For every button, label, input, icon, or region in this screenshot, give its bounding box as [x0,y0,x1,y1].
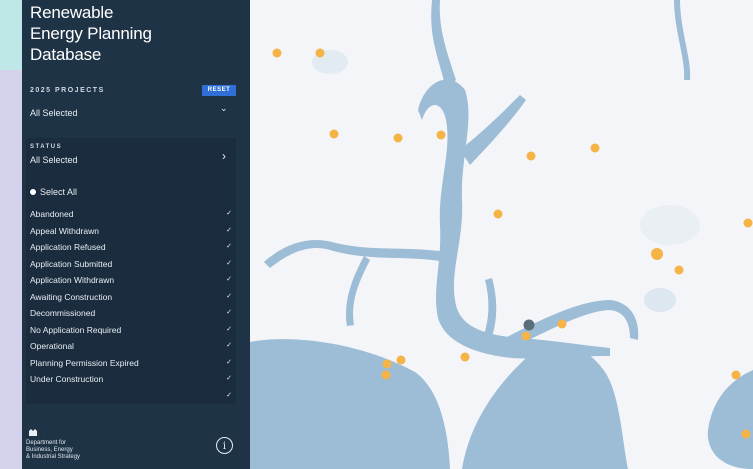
project-marker[interactable] [743,218,753,228]
sidebar: Renewable Energy Planning Database 2025 … [22,0,264,469]
left-gutter [0,70,22,469]
status-option-label: No Application Required [30,324,122,335]
status-option[interactable]: Application Refused ✓ [30,239,232,256]
map-river [460,95,526,165]
crest-icon [29,429,37,436]
status-option[interactable]: Under Construction ✓ [30,371,232,388]
map-terrain [640,205,700,245]
chevron-down-icon[interactable]: ⌄ [220,103,228,113]
status-filter-panel: STATUS All Selected › Select All Abandon… [26,138,236,404]
status-option-label: Operational [30,341,74,351]
project-marker[interactable] [493,209,503,219]
projects-filter-label: 2025 PROJECTS [30,87,105,94]
status-option[interactable]: Abandoned ✓ [30,206,232,223]
map-sea [707,370,753,469]
check-icon: ✓ [226,276,232,283]
status-option-label: Decommissioned [30,308,96,318]
map-river [505,300,639,348]
project-marker[interactable] [521,331,531,341]
projects-dropdown[interactable]: All Selected [30,108,78,118]
status-option[interactable]: Decommissioned ✓ [30,305,232,322]
select-all-option[interactable]: Select All [30,187,77,197]
status-option-label: Application Withdrawn [30,275,115,285]
department-logo-text: Department for Business, Energy & Indust… [26,440,81,460]
check-icon: ✓ [226,309,232,316]
map-bay [462,344,628,469]
project-marker[interactable] [382,359,392,369]
status-option-label: Application Submitted [30,258,113,269]
map-lake [644,288,676,312]
status-option[interactable]: No Application Required ✓ [30,322,232,339]
status-option[interactable]: Awaiting Construction ✓ [30,289,232,306]
check-icon: ✓ [226,375,232,382]
project-marker[interactable] [557,319,567,329]
project-marker[interactable] [526,151,536,161]
project-marker[interactable] [329,129,339,139]
status-option[interactable]: Operational ✓ [30,338,232,355]
chevron-right-icon[interactable]: › [222,149,226,163]
select-all-label: Select All [40,187,78,197]
status-option-label: Application Refused [30,242,106,252]
map-river [431,0,456,90]
check-icon: ✓ [226,292,232,300]
status-option-label: Abandoned [30,209,74,219]
map-river [346,256,370,326]
project-marker-selected[interactable] [523,319,535,331]
map-river [482,278,497,342]
map-estuary [418,79,610,359]
project-markers[interactable] [272,48,753,439]
status-selected-value[interactable]: All Selected [30,155,78,165]
map-canvas[interactable] [250,0,753,469]
project-marker[interactable] [436,130,446,140]
check-icon: ✓ [226,226,232,234]
status-option-label: Under Construction [30,374,104,384]
project-marker[interactable] [460,352,470,362]
project-marker[interactable] [651,248,663,260]
reset-button[interactable]: RESET [202,85,236,96]
check-icon: ✓ [226,358,232,366]
status-option[interactable]: Appeal Withdrawn ✓ [30,223,232,240]
check-icon: ✓ [226,342,232,349]
info-icon[interactable]: i [216,437,233,454]
check-icon: ✓ [226,391,232,399]
status-option[interactable]: Planning Permission Expired ✓ [30,355,232,372]
check-icon: ✓ [226,259,232,267]
map-river [264,240,446,268]
check-icon: ✓ [226,325,232,333]
status-option-label: Planning Permission Expired [30,357,139,368]
status-options-list: Abandoned ✓ Appeal Withdrawn ✓ Application… [30,206,232,404]
project-marker[interactable] [315,48,325,58]
status-option[interactable]: ✓ [30,388,232,405]
app-title: Renewable Energy Planning Database [30,3,152,64]
map-sea [250,339,450,469]
project-marker[interactable] [381,370,391,380]
map-river [674,0,691,80]
map-svg[interactable] [250,0,753,469]
status-option[interactable]: Application Submitted ✓ [30,256,232,273]
status-filter-label: STATUS [30,144,63,150]
project-marker[interactable] [393,133,403,143]
project-marker[interactable] [590,143,600,153]
status-option[interactable]: Application Withdrawn ✓ [30,272,232,289]
project-marker[interactable] [272,48,282,58]
project-marker[interactable] [741,429,751,439]
status-option-label: Appeal Withdrawn [30,225,99,236]
radio-icon [30,189,36,195]
project-marker[interactable] [674,265,684,275]
background-strip [0,0,22,70]
project-marker[interactable] [396,355,406,365]
check-icon: ✓ [226,243,232,250]
check-icon: ✓ [226,210,232,217]
status-option-label: Awaiting Construction [30,291,113,302]
project-marker[interactable] [731,370,741,380]
